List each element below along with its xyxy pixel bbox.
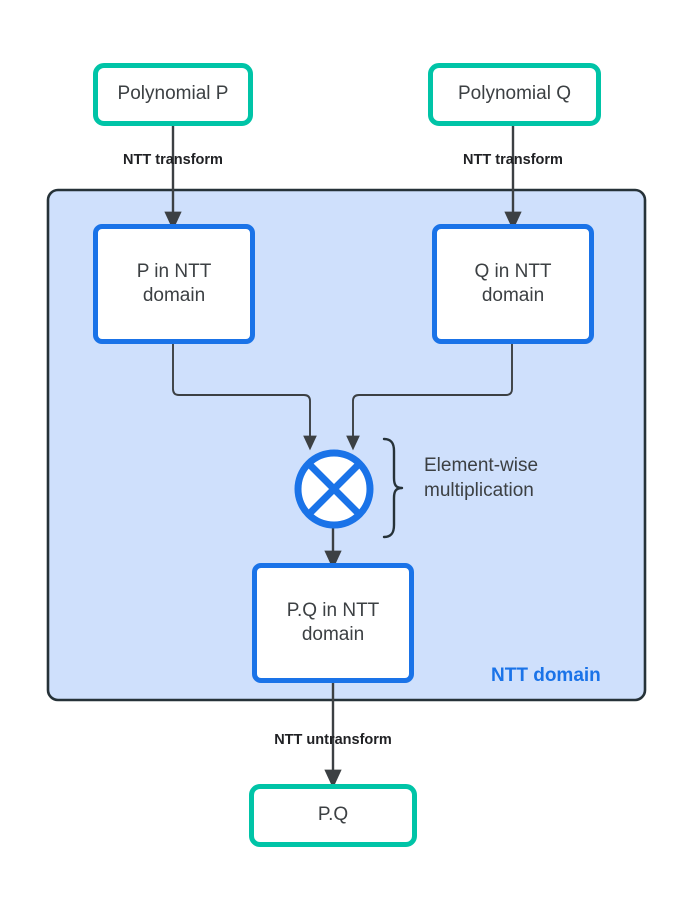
brace-label-element-wise-multiplication: Element-wise multiplication — [424, 454, 538, 503]
edge-label-ntt-untransform: NTT untransform — [274, 732, 392, 748]
curly-brace — [382, 437, 404, 539]
node-polynomial-q[interactable]: Polynomial Q — [428, 63, 601, 126]
node-q-in-ntt-domain-label: Q in NTT domain — [474, 260, 551, 309]
edge-q-ntt-to-multiplier — [346, 344, 513, 451]
edge-label-ntt-transform-right: NTT transform — [463, 152, 563, 168]
multiply-operator-icon — [294, 449, 374, 529]
node-output-pq[interactable]: P.Q — [249, 784, 417, 847]
node-p-in-ntt-domain-label: P in NTT domain — [137, 260, 212, 309]
brace-label-line1: Element-wise — [424, 455, 539, 476]
node-q-in-ntt-domain-line1: Q in NTT — [474, 260, 552, 282]
panel-label-ntt-domain: NTT domain — [491, 665, 601, 686]
node-output-pq-label: P.Q — [317, 804, 349, 826]
edge-label-ntt-transform-left: NTT transform — [123, 152, 223, 168]
node-pq-in-ntt-domain[interactable]: P.Q in NTT domain — [252, 563, 414, 683]
node-pq-in-ntt-domain-line1: P.Q in NTT — [286, 599, 380, 621]
node-polynomial-p[interactable]: Polynomial P — [93, 63, 253, 126]
node-polynomial-p-label: Polynomial P — [117, 83, 229, 105]
brace-label-line2: multiplication — [424, 479, 534, 501]
edge-p-ntt-to-multiplier — [172, 344, 317, 451]
node-p-in-ntt-domain[interactable]: P in NTT domain — [93, 224, 255, 344]
node-p-in-ntt-domain-line2: domain — [142, 285, 206, 306]
node-pq-in-ntt-domain-label: P.Q in NTT domain — [287, 599, 380, 648]
node-p-in-ntt-domain-line1: P in NTT — [136, 260, 212, 282]
node-pq-in-ntt-domain-line2: domain — [301, 624, 365, 645]
node-polynomial-q-label: Polynomial Q — [458, 83, 571, 105]
node-q-in-ntt-domain-line2: domain — [481, 285, 545, 306]
node-q-in-ntt-domain[interactable]: Q in NTT domain — [432, 224, 594, 344]
